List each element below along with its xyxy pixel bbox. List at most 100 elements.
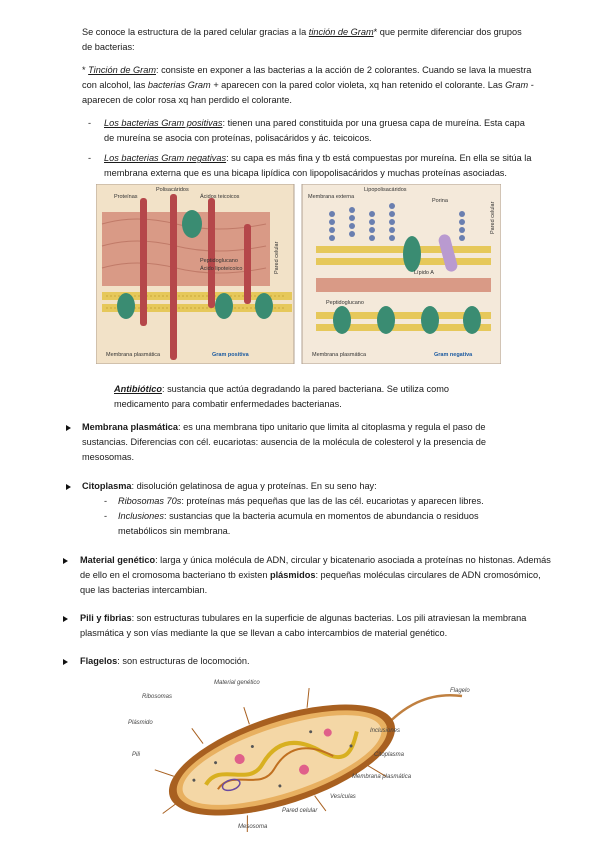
gram-note-text-a: : consiste en exponer a las bacterias a … <box>82 65 532 90</box>
protein-blob <box>255 293 273 319</box>
bullet-arrow-icon <box>63 616 68 622</box>
pili-text: : son estructuras tubulares en la superf… <box>80 613 527 638</box>
label-lps: Lipopolisacáridos <box>364 187 407 193</box>
gram-note-term2: bacterias Gram + <box>147 80 219 90</box>
gram-positive-term: Los bacterias Gram positivas <box>104 118 223 128</box>
label-cell-wall: Pared celular <box>282 808 318 814</box>
inclusion <box>234 754 245 765</box>
label-vesicles: Vesículas <box>330 794 356 800</box>
membrane-top-leaflet <box>102 292 292 300</box>
label-peptidoglycan: Peptidoglucano <box>200 258 238 264</box>
protein-blob <box>117 293 135 319</box>
label-cell-wall-left: Pared celular <box>274 241 280 274</box>
protein-blob <box>421 306 439 334</box>
genetic-material-text-b: : pequeñas moléculas circulares de ADN c… <box>80 570 541 595</box>
label-proteins: Proteínas <box>114 194 138 200</box>
inclusions-term: Inclusiones <box>118 511 164 521</box>
lipoteichoic-rod <box>170 194 177 360</box>
cell-wall-figure: Proteínas Polisacáridos Ácidos teicoicos… <box>95 183 502 365</box>
flagella-term: Flagelos <box>80 656 118 666</box>
label-cytoplasm: Citoplasma <box>374 752 405 758</box>
bacterium-diagram: Material genético Ribosomas Plásmido Pil… <box>128 680 470 835</box>
label-pili: Pili <box>132 752 141 758</box>
label-porin: Porina <box>432 198 449 204</box>
label-peptidoglycan-right: Peptidoglucano <box>326 300 364 306</box>
membrane-bottom-leaflet <box>102 304 292 312</box>
genetic-material-text-a: : larga y única molécula de ADN, circula… <box>80 555 551 580</box>
teichoic-rod <box>244 224 251 304</box>
label-plasma-membrane-left: Membrana plasmática <box>106 352 161 358</box>
membrane-paragraph: Membrana plasmática: es una membrana tip… <box>82 420 522 465</box>
label-polysaccharides: Polisacáridos <box>156 187 189 193</box>
teichoic-rod <box>140 198 147 326</box>
label-inclusions: Inclusiones <box>370 728 400 734</box>
bullet-arrow-icon <box>66 425 71 431</box>
intro-paragraph: Se conoce la estructura de la pared celu… <box>82 25 532 55</box>
bullet-arrow-icon <box>63 659 68 665</box>
gram-note-term: Tinción de Gram <box>88 65 156 75</box>
teichoic-rod <box>208 198 215 308</box>
list-dash: - <box>88 118 92 128</box>
thin-peptidoglycan <box>316 278 491 292</box>
antibiotic-paragraph: Antibiótico: sustancia que actúa degrada… <box>114 382 464 412</box>
label-plasmid: Plásmido <box>128 720 153 726</box>
genetic-material-paragraph: Material genético: larga y única molécul… <box>80 553 558 598</box>
membrane-text: : es una membrana tipo unitario que limi… <box>82 422 486 462</box>
gram-note-paragraph: * Tinción de Gram: consiste en exponer a… <box>82 63 534 108</box>
label-outer-membrane: Membrana externa <box>308 194 355 200</box>
label-cell-wall-right: Pared celular <box>490 201 496 234</box>
ribosomes-item: Ribosomas 70s: proteínas más pequeñas qu… <box>118 494 538 509</box>
intro-text-a: Se conoce la estructura de la pared celu… <box>82 27 309 37</box>
gram-negative-panel <box>301 183 502 365</box>
flagella-text: : son estructuras de locomoción. <box>117 656 250 666</box>
antibiotic-text: : sustancia que actúa degradando la pare… <box>114 384 450 409</box>
protein-blob <box>215 293 233 319</box>
ribosomes-text: : proteínas más pequeñas que las de las … <box>181 496 484 506</box>
cytoplasm <box>182 715 382 805</box>
label-genetic-material: Material genético <box>214 680 260 686</box>
label-mesosome: Mesosoma <box>238 824 268 830</box>
pili-term: Pili y fibrias <box>80 613 132 623</box>
nucleoid <box>204 730 359 786</box>
antibiotic-term: Antibiótico <box>114 384 162 394</box>
label-membrane: Membrana plasmática <box>352 774 412 780</box>
genetic-material-term: Material genético <box>80 555 156 565</box>
protein-blob <box>182 210 202 238</box>
cytoplasm-term: Citoplasma <box>82 481 132 491</box>
list-dash: - <box>104 511 108 521</box>
gram-note-text-b: aparecen con la pared color violeta, xq … <box>218 80 506 90</box>
ribosomes-term: Ribosomas 70s <box>118 496 182 506</box>
label-teichoic: Ácidos teicoicos <box>200 193 240 200</box>
label-ribosomes: Ribosomas <box>142 694 172 700</box>
intro-text-b: * que permite diferenciar dos grupos de … <box>82 27 522 52</box>
gram-negative-term: Los bacterias Gram negativas <box>104 153 227 163</box>
flagella-paragraph: Flagelos: son estructuras de locomoción. <box>80 654 520 669</box>
label-lipoteichoic: Ácido lipoteicoico <box>200 265 243 272</box>
list-dash: - <box>104 496 108 506</box>
cytoplasm-paragraph: Citoplasma: disolución gelatinosa de agu… <box>82 479 522 494</box>
inclusions-text: : sustancias que la bacteria acumula en … <box>118 511 479 536</box>
protein-blob <box>403 236 421 272</box>
pili-paragraph: Pili y fibrias: son estructuras tubulare… <box>80 611 550 641</box>
cytoplasm-text: : disolución gelatinosa de agua y proteí… <box>131 481 377 491</box>
gram-note-star: * <box>82 65 89 75</box>
label-flagellum: Flagelo <box>450 688 470 694</box>
label-gram-negative: Gram negativa <box>434 352 473 358</box>
cell-wall-diagram: Proteínas Polisacáridos Ácidos teicoicos… <box>95 183 502 365</box>
protein-blob <box>333 306 351 334</box>
label-lipid-a: Lípido A <box>414 270 434 276</box>
inclusion <box>299 764 310 775</box>
gram-stain-link: tinción de Gram <box>308 27 374 37</box>
inclusion <box>323 728 332 737</box>
gram-note-text-c: aparecen de color rosa xq han perdido el… <box>82 95 292 105</box>
protein-blob <box>377 306 395 334</box>
list-dash: - <box>88 153 92 163</box>
gram-note-term3: Gram - <box>505 80 534 90</box>
bullet-arrow-icon <box>63 558 68 564</box>
bacterium-figure: Material genético Ribosomas Plásmido Pil… <box>122 672 482 835</box>
plasmid <box>221 778 241 792</box>
gram-negative-text: : su capa es más fina y tb está compuest… <box>104 153 532 178</box>
membrane-term: Membrana plasmática <box>82 422 178 432</box>
porin <box>438 234 458 272</box>
gram-negative-item: Los bacterias Gram negativas: su capa es… <box>104 151 554 181</box>
